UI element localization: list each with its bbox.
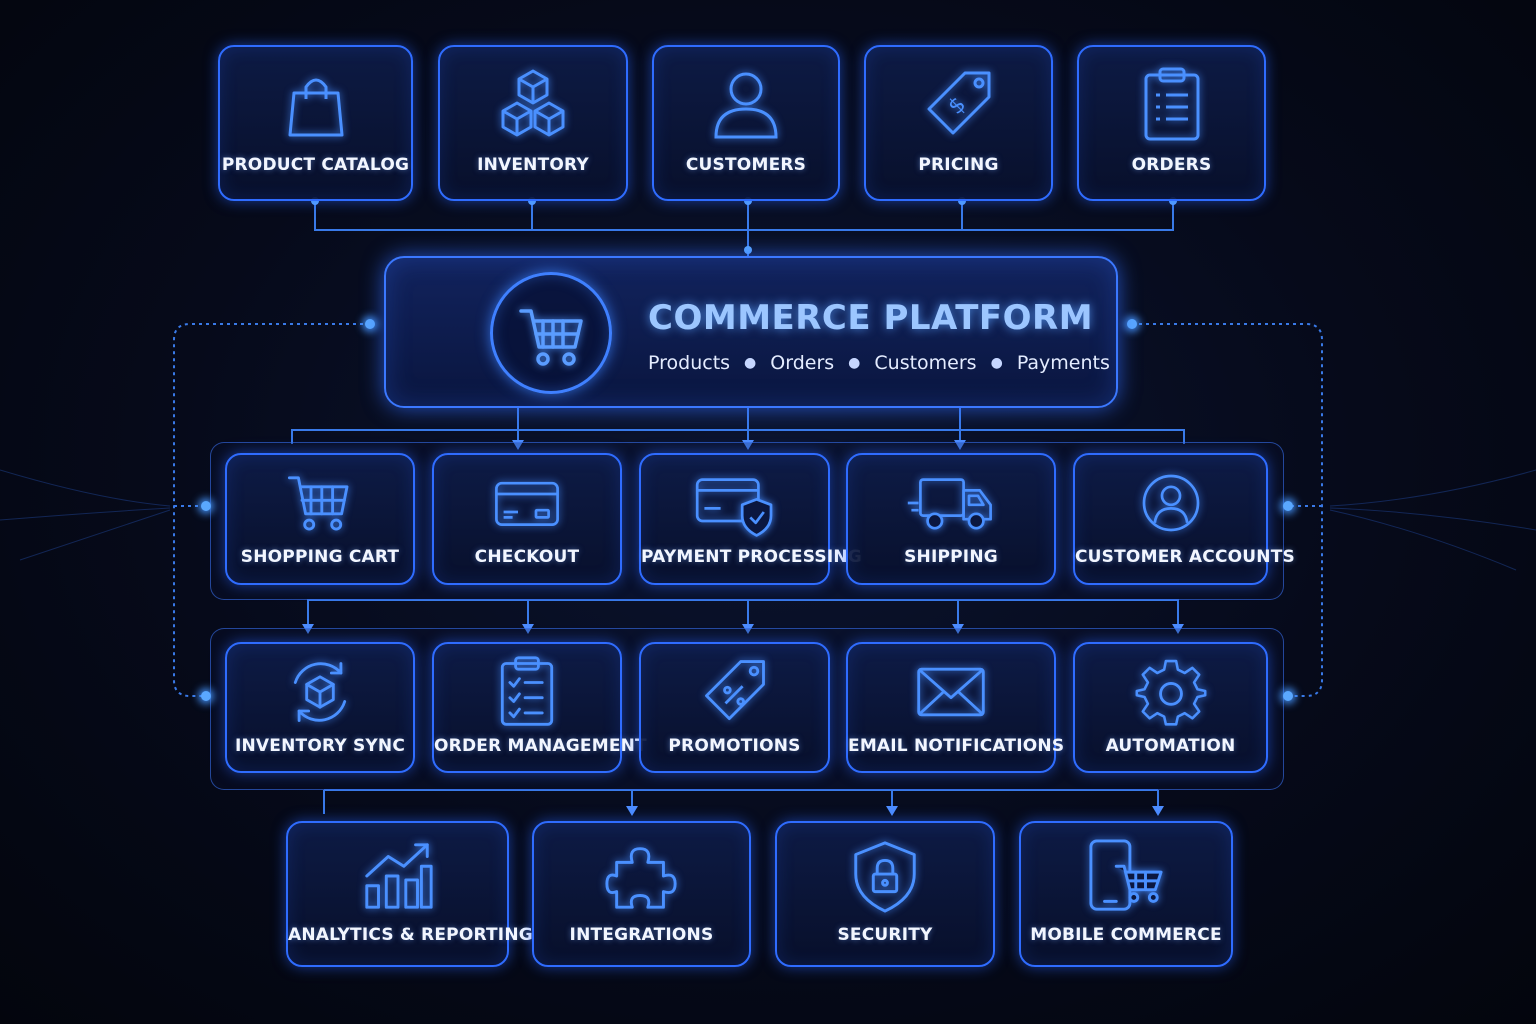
hub-title: COMMERCE PLATFORM <box>648 298 1094 338</box>
module-analytics-reporting[interactable]: ANALYTICS & REPORTING <box>286 821 533 967</box>
connector-node <box>201 501 211 511</box>
module-label: SECURITY <box>837 925 933 945</box>
module-label: INVENTORY SYNC <box>234 736 406 756</box>
svg-text:$: $ <box>943 92 971 120</box>
envelope-icon <box>917 667 985 717</box>
separator-dot: ● <box>744 355 757 371</box>
hub-subitem: Products <box>648 352 731 374</box>
module-shopping-cart[interactable]: SHOPPING CART <box>225 453 415 585</box>
module-pricing[interactable]: $ PRICING <box>864 45 1053 201</box>
module-label: PROMOTIONS <box>668 736 801 756</box>
gear-icon <box>1135 659 1206 726</box>
module-label: SHIPPING <box>904 547 998 567</box>
module-customers[interactable]: CUSTOMERS <box>652 45 840 201</box>
module-label: ORDER MANAGEMENT <box>434 736 647 756</box>
shopping-bag-icon <box>288 78 343 137</box>
module-inventory-sync[interactable]: INVENTORY SYNC <box>225 642 415 773</box>
shield-lock-icon <box>854 841 916 913</box>
sync-box-icon <box>293 662 347 722</box>
module-label: CUSTOMER ACCOUNTS <box>1075 547 1295 567</box>
chart-icon <box>364 843 433 909</box>
hub-subitem: Customers <box>874 352 977 374</box>
puzzle-icon <box>604 847 677 909</box>
module-promotions[interactable]: PROMOTIONS <box>639 642 830 773</box>
module-label: PAYMENT PROCESSING <box>641 547 862 567</box>
module-customer-accounts[interactable]: CUSTOMER ACCOUNTS <box>1073 453 1295 585</box>
module-label: INVENTORY <box>477 155 589 175</box>
connector-node <box>1283 501 1293 511</box>
discount-tag-icon <box>704 660 765 721</box>
truck-icon <box>907 478 992 530</box>
separator-dot: ● <box>990 355 1003 371</box>
connector-node <box>1127 319 1137 329</box>
module-label: ORDERS <box>1131 155 1212 175</box>
user-circle-icon <box>1142 474 1199 532</box>
module-integrations[interactable]: INTEGRATIONS <box>532 821 751 967</box>
boxes-icon <box>501 69 565 137</box>
module-label: PRODUCT CATALOG <box>221 155 410 175</box>
module-security[interactable]: SECURITY <box>775 821 995 967</box>
hub-icon-badge <box>490 272 612 394</box>
module-label: AUTOMATION <box>1105 736 1236 756</box>
module-label: CHECKOUT <box>474 547 580 567</box>
price-tag-icon: $ <box>927 71 990 135</box>
module-email-notifications[interactable]: EMAIL NOTIFICATIONS <box>846 642 1065 773</box>
separator-dot: ● <box>848 355 861 371</box>
connector-node <box>201 691 211 701</box>
module-order-management[interactable]: ORDER MANAGEMENT <box>432 642 647 773</box>
module-product-catalog[interactable]: PRODUCT CATALOG <box>218 45 413 201</box>
module-checkout[interactable]: CHECKOUT <box>432 453 622 585</box>
user-icon <box>714 72 778 139</box>
hub-subitem: Payments <box>1016 352 1110 374</box>
module-label: INTEGRATIONS <box>569 925 714 945</box>
clipboard-icon <box>1144 67 1199 141</box>
module-inventory[interactable]: INVENTORY <box>438 45 628 201</box>
mobile-cart-icon <box>1089 839 1163 911</box>
module-label: ANALYTICS & REPORTING <box>288 925 533 945</box>
module-automation[interactable]: AUTOMATION <box>1073 642 1268 773</box>
hub-subtitle: Products ● Orders ● Customers ● Payments <box>648 352 1110 374</box>
hub-subitem: Orders <box>770 352 835 374</box>
checklist-icon <box>500 656 554 726</box>
module-label: MOBILE COMMERCE <box>1030 925 1222 945</box>
connector-node <box>1283 691 1293 701</box>
module-label: EMAIL NOTIFICATIONS <box>848 736 1065 756</box>
module-payment-processing[interactable]: PAYMENT PROCESSING <box>639 453 862 585</box>
secure-card-icon <box>695 478 772 537</box>
module-label: SHOPPING CART <box>240 547 400 567</box>
cart-icon <box>287 476 349 531</box>
commerce-platform-hub[interactable]: COMMERCE PLATFORM Products ● Orders ● Cu… <box>384 256 1118 408</box>
module-shipping[interactable]: SHIPPING <box>846 453 1056 585</box>
module-orders[interactable]: ORDERS <box>1077 45 1266 201</box>
module-label: PRICING <box>918 155 999 175</box>
module-label: CUSTOMERS <box>685 155 807 175</box>
module-mobile-commerce[interactable]: MOBILE COMMERCE <box>1019 821 1233 967</box>
connector-node <box>365 319 375 329</box>
shopping-cart-icon <box>519 309 583 366</box>
credit-card-icon <box>495 481 559 526</box>
